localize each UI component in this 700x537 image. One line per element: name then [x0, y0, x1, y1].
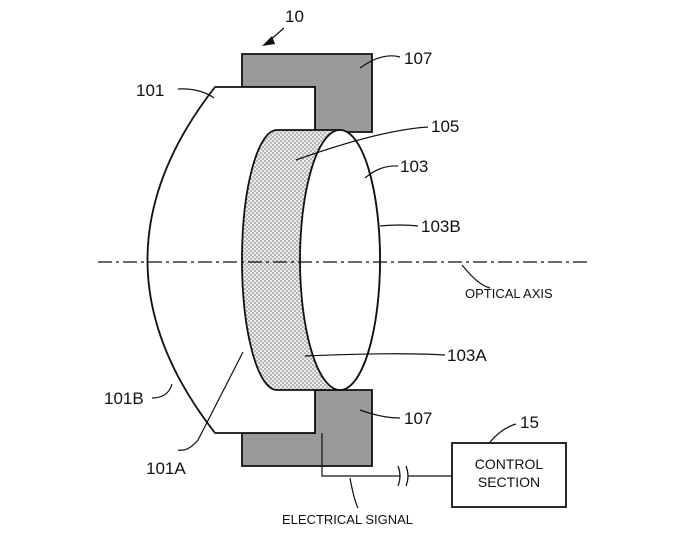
label-101B: 101B — [104, 389, 144, 408]
leader-107-bottom — [359, 409, 401, 419]
label-107-bottom: 107 — [404, 409, 432, 428]
control-section-box — [451, 442, 567, 508]
control-section-line2: SECTION — [478, 474, 540, 490]
label-15: 15 — [520, 413, 539, 432]
signal-wire — [321, 433, 400, 477]
label-10: 10 — [285, 7, 304, 26]
leader-107-top — [359, 55, 401, 69]
leader-electrical-signal — [349, 477, 359, 509]
leader-101A — [177, 351, 244, 451]
label-101: 101 — [136, 81, 164, 100]
leader-105 — [295, 126, 429, 161]
leader-103B — [379, 224, 419, 227]
label-101A: 101A — [146, 459, 186, 478]
label-103: 103 — [400, 157, 428, 176]
label-103B: 103B — [421, 217, 461, 236]
leader-101B — [151, 383, 173, 399]
signal-wire-break — [397, 465, 409, 487]
label-105: 105 — [431, 117, 459, 136]
leader-103 — [364, 165, 399, 179]
label-107-top: 107 — [404, 49, 432, 68]
leader-103A — [304, 353, 446, 357]
label-electrical-signal: ELECTRICAL SIGNAL — [282, 512, 413, 527]
leader-15 — [489, 423, 517, 443]
leader-101 — [177, 88, 215, 99]
lens-103 — [299, 129, 381, 391]
control-section-line1: CONTROL — [475, 456, 544, 472]
arrow-10 — [262, 36, 275, 46]
label-103A: 103A — [447, 346, 487, 365]
label-optical-axis: OPTICAL AXIS — [465, 286, 553, 301]
leader-optical-axis — [461, 264, 491, 289]
